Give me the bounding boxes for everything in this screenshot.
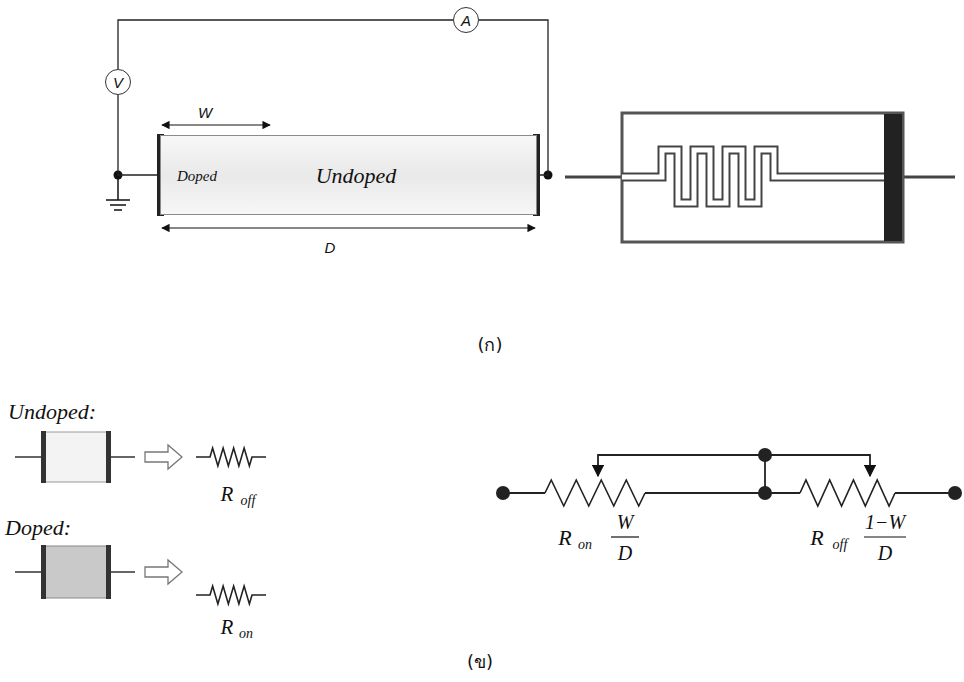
fraction-numerator: 1−W (865, 512, 905, 532)
part-label: (ข) (467, 653, 493, 671)
memristor-device-box: Doped Undoped (160, 135, 537, 215)
series-circuit (503, 455, 955, 493)
ammeter-circle: A (453, 7, 479, 33)
hollow-arrow (145, 445, 182, 469)
resistor-label: R (221, 484, 234, 505)
junction-dot (758, 486, 772, 500)
dimension-label: W (198, 105, 212, 120)
wire (118, 95, 160, 175)
wire (118, 20, 453, 69)
node-text: A (461, 12, 471, 29)
resistor-symbol (196, 448, 895, 604)
doped-device (15, 545, 135, 599)
node-text: Doped (177, 168, 217, 185)
state-label: Doped: (5, 517, 71, 539)
fraction-bar (611, 536, 639, 537)
fraction-bar (864, 536, 906, 537)
dimension-label: D (325, 240, 336, 255)
part-label: (ก) (477, 336, 502, 354)
resistor-zigzag (800, 480, 895, 506)
node-text: Undoped (316, 163, 397, 189)
memristor-symbol (565, 113, 955, 242)
hollow-arrow (145, 560, 182, 584)
resistor-label: R (558, 527, 571, 549)
resistor-zigzag (545, 480, 645, 506)
resistor-zigzag (196, 586, 266, 604)
junction-dot (758, 448, 772, 462)
dimension-arrow (162, 124, 270, 125)
subscript: on (578, 538, 592, 552)
fraction-denominator: D (618, 543, 632, 563)
undoped-device (15, 431, 135, 483)
terminal-dot (496, 486, 510, 500)
subscript: on (239, 627, 253, 641)
fraction-denominator: D (878, 543, 892, 563)
ground-symbol (106, 175, 130, 210)
state-label: Undoped: (8, 401, 96, 423)
resistor-label: R (221, 617, 234, 638)
resistor-label: R (810, 527, 823, 549)
voltmeter-circle: V (105, 69, 131, 95)
subscript: off (241, 494, 256, 508)
node-text: V (113, 74, 123, 91)
terminal-dot (948, 486, 962, 500)
fraction-numerator: W (617, 512, 634, 532)
dimension-arrow (162, 227, 535, 228)
subscript: off (833, 538, 848, 552)
resistor-zigzag (196, 448, 266, 466)
